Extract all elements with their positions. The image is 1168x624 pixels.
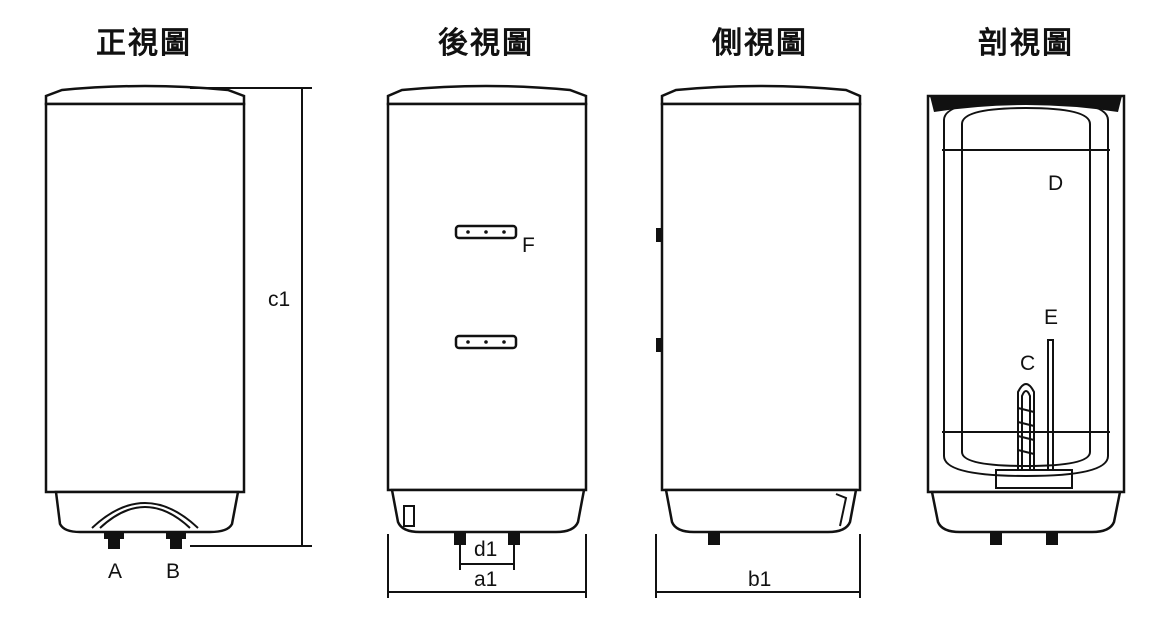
section-pipe-left — [990, 533, 1002, 545]
label-c: C — [1020, 352, 1035, 375]
side-pipe — [708, 533, 720, 545]
section-bottom-cap — [930, 490, 1122, 534]
bracket-hole — [466, 230, 470, 234]
bracket-hole — [484, 230, 488, 234]
side-bottom-cap — [664, 488, 858, 534]
side-tank-body — [660, 102, 862, 492]
side-bracket-lower — [656, 338, 662, 352]
outlet-pipe-b — [170, 539, 182, 549]
side-top-cap — [660, 84, 862, 106]
inner-tank-top-dome — [943, 98, 1109, 150]
label-b: B — [166, 560, 180, 583]
back-bottom-cap — [390, 488, 586, 534]
bracket-hole — [466, 340, 470, 344]
inner-tank-top-dome-inner — [961, 106, 1091, 150]
bracket-hole — [502, 230, 506, 234]
side-valve-outline — [835, 493, 848, 527]
section-pipe-right — [1046, 533, 1058, 545]
section-outer-casing — [926, 94, 1126, 494]
side-view-title: 側視圖 — [712, 26, 808, 61]
label-d: D — [1048, 172, 1063, 195]
back-view-title: 後視圖 — [438, 26, 534, 61]
front-tank-body — [44, 102, 246, 494]
back-rear-panel — [403, 505, 415, 527]
bracket-hole — [484, 340, 488, 344]
front-view-title: 正視圖 — [96, 26, 192, 61]
inlet-pipe-a — [108, 539, 120, 549]
label-a: A — [108, 560, 122, 583]
section-view-title: 剖視圖 — [978, 26, 1074, 61]
label-a1: a1 — [474, 568, 497, 591]
label-c1: c1 — [268, 288, 290, 311]
side-view: b1 — [655, 84, 862, 598]
outlet-pipe-b-nut — [166, 533, 186, 539]
label-d1: d1 — [474, 538, 497, 561]
label-e: E — [1044, 306, 1058, 329]
back-pipe-left — [454, 533, 466, 545]
front-view: A B c1 — [44, 84, 312, 583]
inlet-pipe-a-nut — [104, 533, 124, 539]
back-tank-body — [386, 102, 588, 492]
front-top-cap — [44, 84, 246, 106]
section-view: D E C — [926, 94, 1126, 545]
label-b1: b1 — [748, 568, 771, 591]
inner-tank-bottom-dome-inner — [961, 432, 1091, 468]
heating-element-c-inner — [1021, 390, 1031, 470]
inner-tank-bottom-dome — [943, 432, 1109, 478]
heating-element-c — [1017, 383, 1035, 470]
bracket-hole — [502, 340, 506, 344]
element-flange — [995, 469, 1073, 489]
back-view: F d1 a1 — [386, 84, 588, 598]
heating-element-coils — [1017, 407, 1035, 455]
front-control-arch-inner — [99, 506, 191, 529]
front-control-arch — [91, 502, 199, 529]
label-f: F — [522, 234, 535, 257]
front-bottom-cap — [54, 490, 240, 534]
back-top-cap — [386, 84, 588, 106]
back-pipe-right — [508, 533, 520, 545]
side-bracket-upper — [656, 228, 662, 242]
section-top-insulation — [930, 96, 1122, 112]
